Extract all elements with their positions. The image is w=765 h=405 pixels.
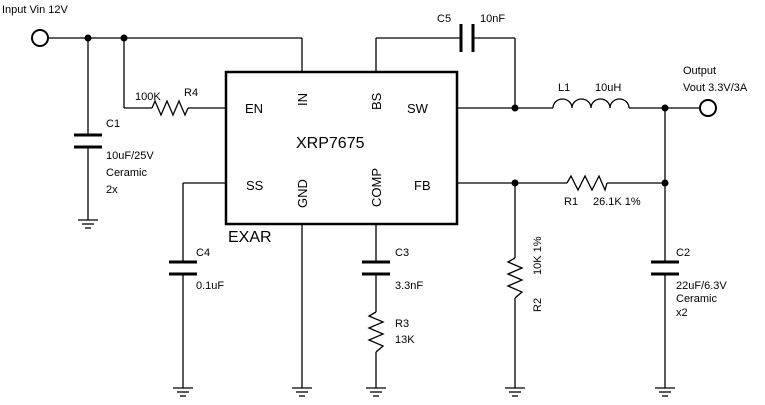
c2-ref: C2 bbox=[676, 247, 690, 259]
r2-value: 10K 1% bbox=[532, 236, 544, 275]
ground-icon bbox=[366, 387, 386, 397]
c2-capacitor-symbol bbox=[651, 260, 679, 276]
pin-gnd: GND bbox=[295, 179, 310, 208]
chip-name: XRP7675 bbox=[296, 135, 365, 152]
ground-icon bbox=[78, 219, 98, 229]
pin-en: EN bbox=[245, 101, 263, 116]
c5-ref: C5 bbox=[437, 13, 451, 25]
c1-type: Ceramic bbox=[106, 167, 147, 179]
r4-value: 100K bbox=[135, 91, 161, 103]
r3-resistor-symbol bbox=[367, 311, 385, 353]
r3-ref: R3 bbox=[395, 318, 409, 330]
junction-dot bbox=[84, 34, 92, 42]
ground-icon bbox=[655, 387, 675, 397]
c1-capacitor-symbol bbox=[74, 133, 102, 149]
output-terminal bbox=[699, 99, 717, 117]
pin-ss: SS bbox=[246, 178, 264, 193]
pin-fb: FB bbox=[414, 178, 431, 193]
c3-ref: C3 bbox=[395, 247, 409, 259]
l1-value: 10uH bbox=[595, 82, 621, 94]
pin-comp: COMP bbox=[369, 168, 384, 207]
c4-value: 0.1uF bbox=[196, 280, 224, 292]
c1-value: 10uF/25V bbox=[106, 150, 154, 162]
junction-dot bbox=[511, 104, 519, 112]
l1-inductor-symbol bbox=[552, 98, 630, 109]
junction-dot bbox=[511, 179, 519, 187]
r3-value: 13K bbox=[395, 334, 415, 346]
output-title: Output bbox=[683, 65, 716, 77]
c2-qty: x2 bbox=[676, 307, 688, 319]
junctions bbox=[84, 34, 669, 187]
l1-ref: L1 bbox=[558, 82, 570, 94]
input-label: Input Vin 12V bbox=[2, 4, 69, 16]
c1-ref: C1 bbox=[106, 118, 120, 130]
r4-resistor-symbol bbox=[151, 99, 189, 117]
pin-sw: SW bbox=[407, 101, 429, 116]
c3-value: 3.3nF bbox=[395, 280, 423, 292]
r4-ref: R4 bbox=[184, 87, 198, 99]
vendor-label: EXAR bbox=[228, 229, 272, 246]
junction-dot bbox=[120, 34, 128, 42]
c4-ref: C4 bbox=[196, 247, 210, 259]
c5-capacitor-symbol bbox=[459, 24, 475, 52]
r1-ref: R1 bbox=[564, 196, 578, 208]
ground-icon bbox=[173, 387, 193, 397]
c4-capacitor-symbol bbox=[169, 260, 197, 276]
c5-value: 10nF bbox=[480, 13, 505, 25]
input-terminal bbox=[31, 29, 49, 47]
output-value: Vout 3.3V/3A bbox=[683, 82, 748, 94]
junction-dot bbox=[661, 179, 669, 187]
r1-value: 26.1K 1% bbox=[593, 196, 641, 208]
junction-dot bbox=[661, 104, 669, 112]
r2-resistor-symbol bbox=[506, 257, 524, 299]
ground-icon bbox=[505, 387, 525, 397]
c2-value: 22uF/6.3V bbox=[676, 280, 727, 292]
c1-qty: 2x bbox=[106, 184, 118, 196]
ground-icon bbox=[292, 387, 312, 397]
r1-resistor-symbol bbox=[566, 174, 608, 192]
xrp7675-chip bbox=[224, 70, 459, 226]
r2-ref: R2 bbox=[532, 298, 544, 312]
c2-type: Ceramic bbox=[676, 293, 717, 305]
pin-bs: BS bbox=[369, 92, 384, 110]
pin-in: IN bbox=[295, 93, 310, 106]
c3-capacitor-symbol bbox=[362, 260, 390, 276]
